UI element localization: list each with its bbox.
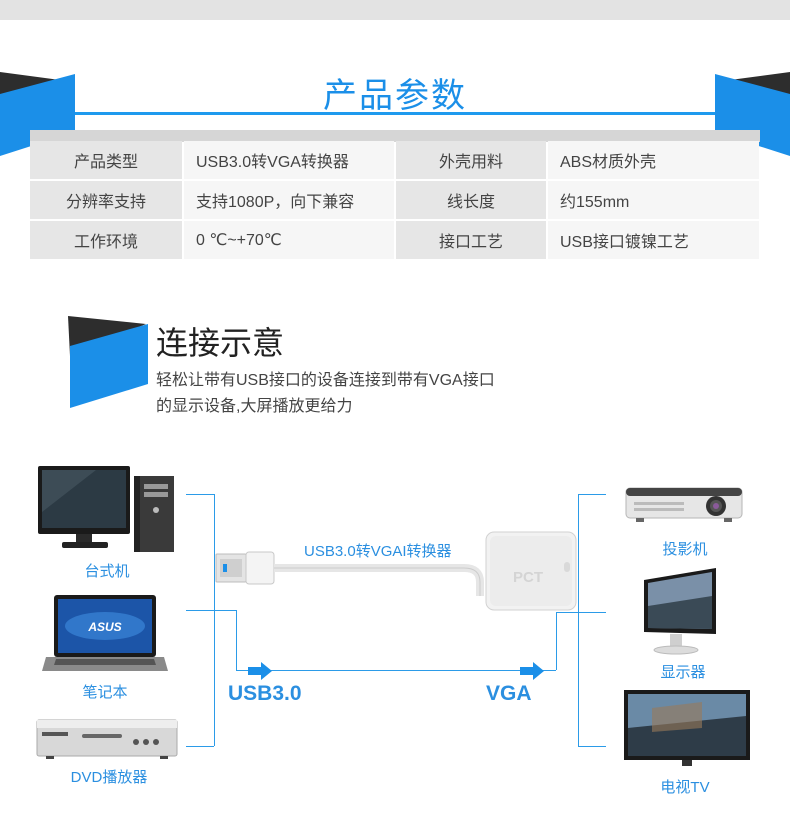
spec-row: 产品类型 USB3.0转VGA转换器 外壳用料 ABS材质外壳	[30, 141, 761, 179]
spec-key: 线长度	[396, 181, 546, 219]
laptop-icon: ASUS	[42, 595, 168, 671]
device-label-dvd: DVD播放器	[70, 769, 148, 786]
bracket-line	[578, 746, 606, 747]
spec-value: ABS材质外壳	[548, 141, 759, 179]
spec-key: 产品类型	[30, 141, 182, 179]
arrow-right-icon	[248, 662, 272, 680]
vga-label: VGA	[486, 682, 532, 705]
arrow-right-icon	[520, 662, 544, 680]
adapter-label: USB3.0转VGAI转换器	[304, 543, 452, 560]
spec-row: 工作环境 0 ℃~+70℃ 接口工艺 USB接口镀镍工艺	[30, 221, 761, 259]
bracket-line	[578, 494, 606, 495]
section-title: 连接示意	[156, 325, 285, 361]
spec-value: 0 ℃~+70℃	[184, 221, 394, 259]
spec-key: 接口工艺	[396, 221, 546, 259]
spec-value: USB接口镀镍工艺	[548, 221, 759, 259]
tv-icon	[624, 690, 750, 766]
bracket-line	[556, 612, 606, 613]
bracket-line	[214, 610, 236, 611]
bracket-line	[186, 746, 214, 747]
laptop-brand: ASUS	[87, 620, 121, 634]
spec-key: 工作环境	[30, 221, 182, 259]
device-label-monitor: 显示器	[660, 664, 706, 681]
section-description: 轻松让带有USB接口的设备连接到带有VGA接口 的显示设备,大屏播放更给力	[156, 368, 576, 420]
bracket-line	[186, 610, 214, 611]
spec-key: 外壳用料	[396, 141, 546, 179]
monitor-icon	[644, 568, 716, 655]
bracket-line	[578, 494, 579, 746]
spec-value: 约155mm	[548, 181, 759, 219]
adapter-brand: PCT	[513, 569, 543, 586]
usb-vga-adapter-icon: PCT	[215, 531, 577, 611]
top-bar	[0, 0, 790, 20]
spec-value: USB3.0转VGA转换器	[184, 141, 394, 179]
spec-table: 产品类型 USB3.0转VGA转换器 外壳用料 ABS材质外壳 分辨率支持 支持…	[30, 141, 761, 261]
device-label-projector: 投影机	[662, 541, 708, 558]
description-line: 轻松让带有USB接口的设备连接到带有VGA接口	[156, 372, 495, 389]
dvd-player-icon	[36, 719, 178, 759]
title-underline	[75, 112, 715, 115]
bracket-line	[236, 610, 237, 670]
section-ribbon-icon	[68, 316, 148, 408]
description-line: 的显示设备,大屏播放更给力	[156, 398, 353, 415]
page-title: 产品参数	[323, 77, 467, 115]
spec-value: 支持1080P，向下兼容	[184, 181, 394, 219]
projector-icon	[625, 487, 743, 522]
connection-line	[236, 670, 556, 671]
usb-label: USB3.0	[228, 682, 302, 705]
device-label-tv: 电视TV	[660, 779, 710, 796]
spec-key: 分辨率支持	[30, 181, 182, 219]
desktop-computer-icon	[38, 466, 174, 552]
bracket-line	[556, 612, 557, 670]
bracket-line	[214, 494, 215, 746]
bracket-line	[186, 494, 214, 495]
device-label-desktop: 台式机	[84, 563, 130, 580]
spec-row: 分辨率支持 支持1080P，向下兼容 线长度 约155mm	[30, 181, 761, 219]
spec-table-top	[30, 130, 760, 142]
device-label-laptop: 笔记本	[82, 684, 128, 701]
